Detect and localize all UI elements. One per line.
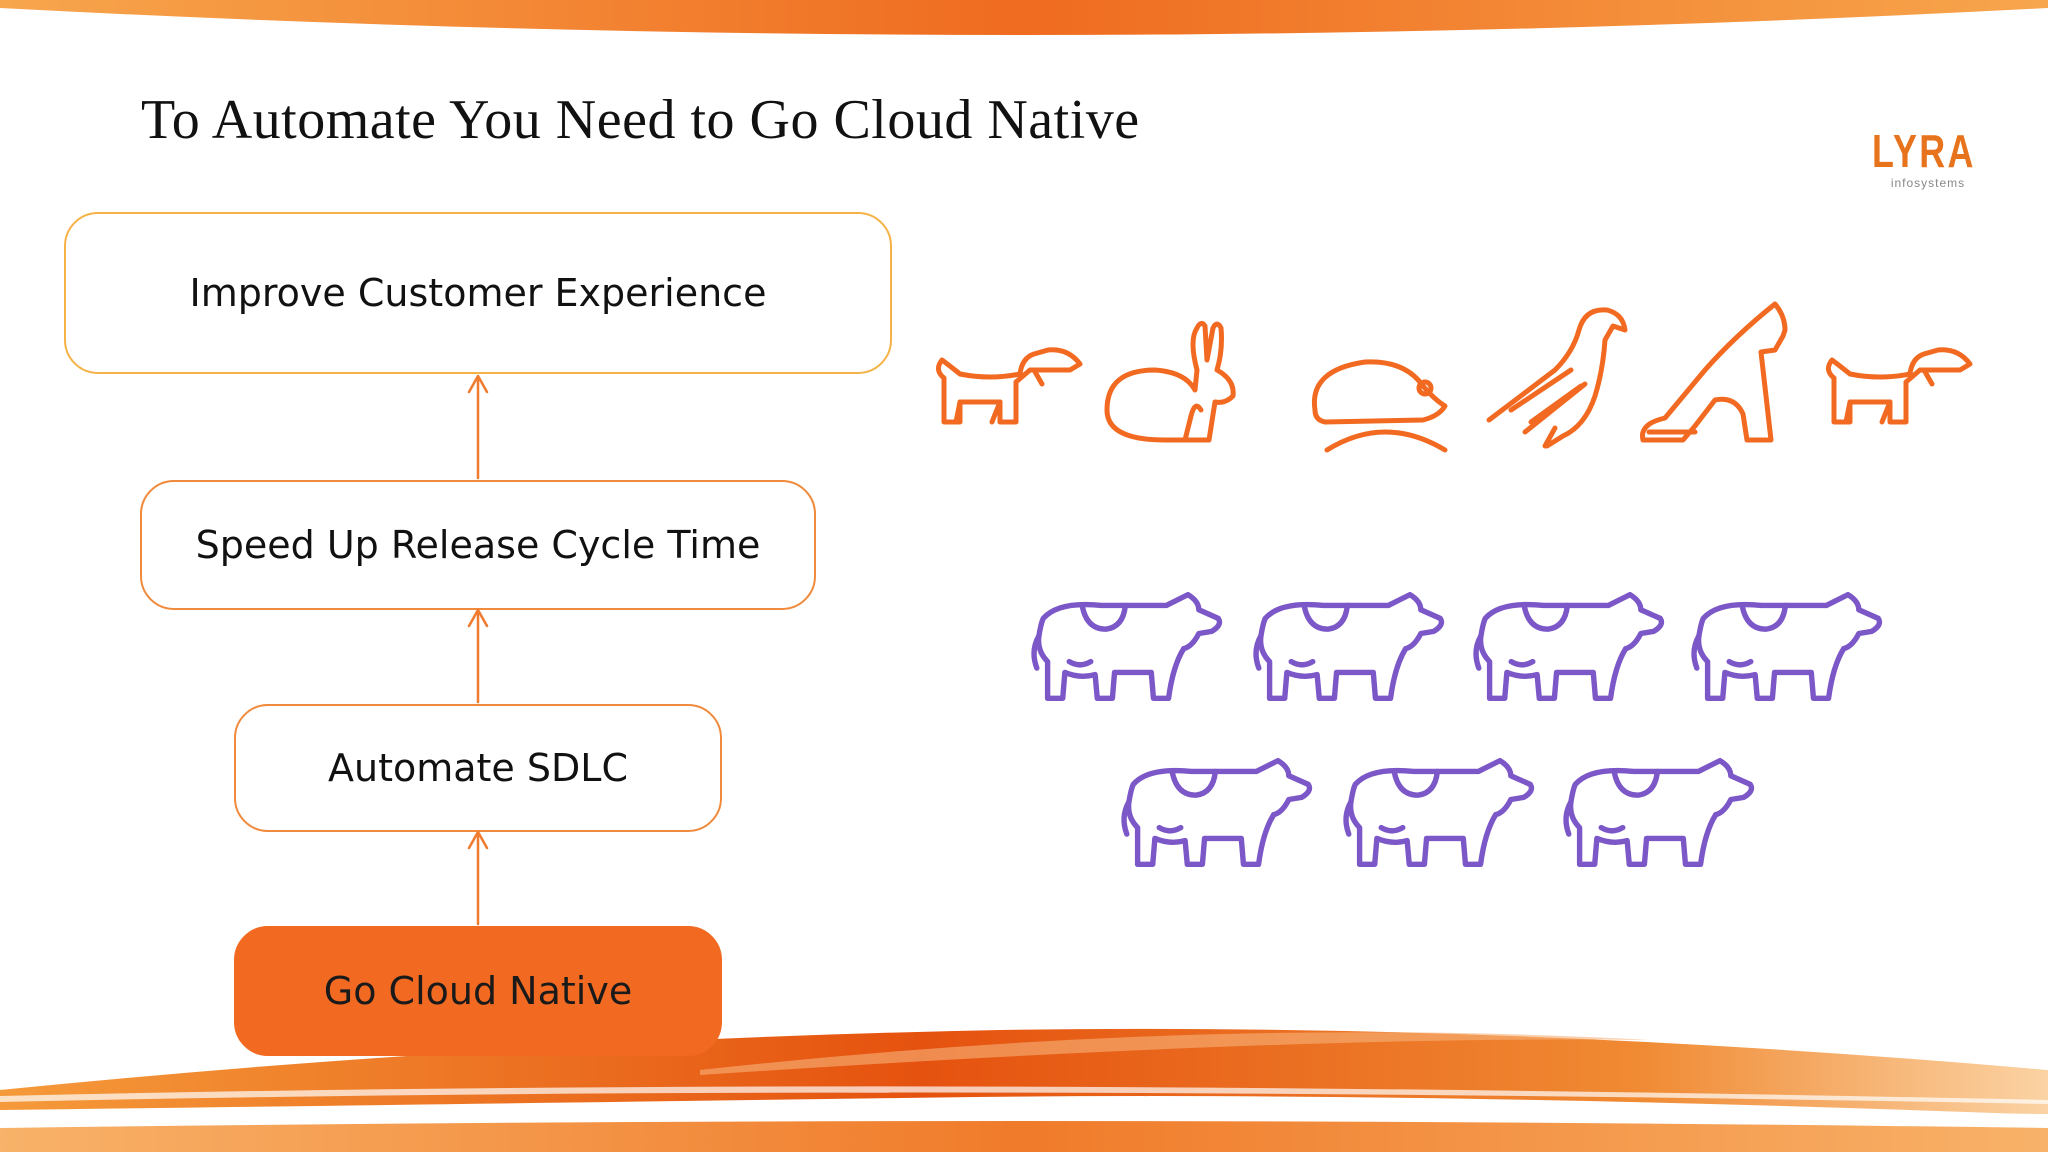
pets-group <box>936 301 1973 453</box>
cattle-group <box>1020 580 1900 900</box>
arrow-up-icon <box>467 374 489 480</box>
arrow-up-icon <box>467 608 489 704</box>
cow-icon <box>1694 595 1879 699</box>
cow-icon <box>1566 761 1751 865</box>
cat-icon <box>1639 301 1788 443</box>
cow-icon <box>1034 595 1219 699</box>
dog-icon <box>936 347 1083 425</box>
hamster-icon <box>1311 359 1448 453</box>
cow-icon <box>1476 595 1661 699</box>
step-go-cloud-native: Go Cloud Native <box>234 926 722 1056</box>
step-improve-customer-experience: Improve Customer Experience <box>64 212 892 374</box>
logo-subtitle: infosystems <box>1890 176 1966 190</box>
rabbit-icon <box>1104 320 1236 443</box>
company-logo: LYRA infosystems <box>1872 126 1978 192</box>
slide-title: To Automate You Need to Go Cloud Native <box>141 89 1140 151</box>
cow-icon <box>1124 761 1309 865</box>
arrow-up-icon <box>467 830 489 926</box>
dog-icon <box>1826 347 1973 425</box>
bird-icon <box>1486 307 1628 449</box>
cow-icon <box>1256 595 1441 699</box>
cow-icon <box>1346 761 1531 865</box>
